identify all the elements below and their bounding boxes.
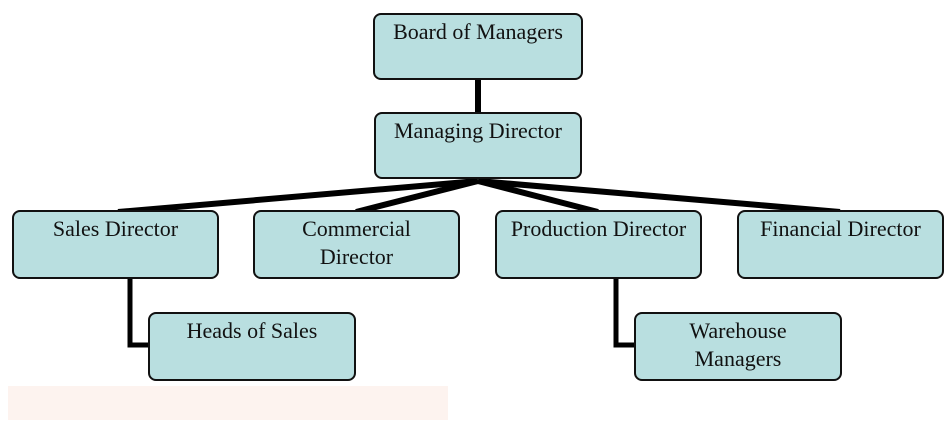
node-financial-director: Financial Director [737, 210, 944, 279]
node-commercial-director: Commercial Director [253, 210, 460, 279]
connector-production-to-warehouse [613, 279, 634, 348]
connector-md-to-production [477, 178, 599, 215]
node-board-of-managers: Board of Managers [373, 13, 583, 80]
background-smudge [8, 386, 448, 420]
node-managing-director: Managing Director [374, 112, 582, 179]
node-heads-of-sales: Heads of Sales [148, 312, 356, 381]
connector-sales-to-heads [127, 279, 148, 348]
connector-md-to-sales [117, 178, 479, 215]
connector-md-to-commercial [355, 178, 479, 215]
node-sales-director: Sales Director [12, 210, 219, 279]
connector-md-to-financial [477, 178, 841, 215]
node-production-director: Production Director [495, 210, 702, 279]
node-warehouse-managers: Warehouse Managers [634, 312, 842, 381]
